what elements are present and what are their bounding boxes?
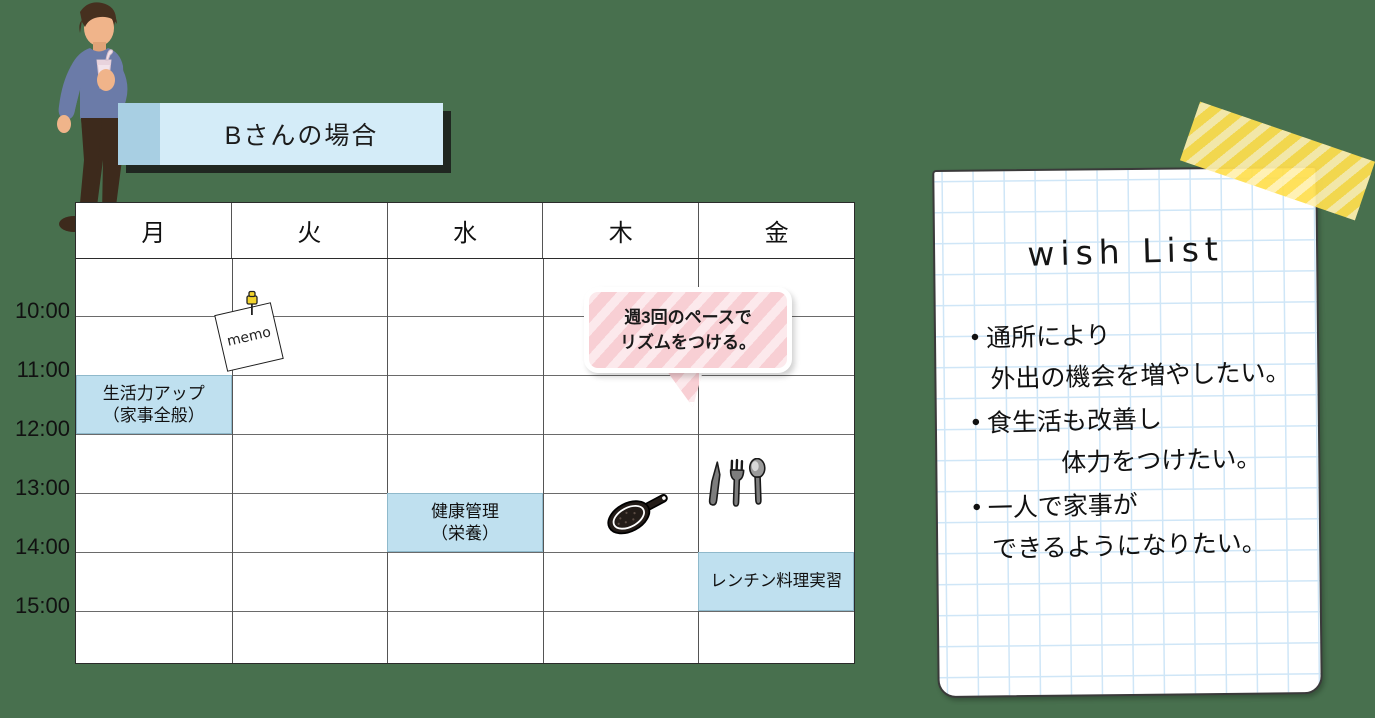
knife-fork-spoon-icon [708,458,766,507]
time-label-1500: 15:00 [14,593,70,618]
memo-sticky-note[interactable]: memo [214,290,286,375]
wish-list-item: • 一人で家事が できるようになりたい。 [966,488,1312,564]
grid-hline [76,375,854,376]
speech-bubble-body: 週3回のペースで リズムをつける。 [584,287,792,373]
bullet-icon: • [971,408,981,436]
frying-pan-icon [607,493,668,535]
speech-bubble: 週3回のペースで リズムをつける。 [578,283,803,418]
wish-item-line-2: 外出の機会を増やしたい。 [990,358,1291,394]
day-header-wed: 水 [388,203,544,258]
event-line-2: （家事全般） [102,405,205,425]
wish-item-line-1: 食生活も改善し [986,405,1163,438]
wish-item-line-1: 一人で家事が [987,490,1139,523]
event-block-life-skills[interactable]: 生活力アップ （家事全般） [76,375,232,434]
grid-vline [542,259,544,663]
event-line-2: （栄養） [430,523,499,543]
grid-hline [76,434,854,435]
wish-item-line-2: 体力をつけたい。 [1060,444,1262,478]
bullet-icon: • [972,493,982,521]
pushpin-icon [246,290,258,315]
banner-accent-block [118,103,160,165]
day-header-mon: 月 [76,203,232,258]
wish-item-line-2: できるようになりたい。 [991,528,1268,564]
wish-list-note: wish List • 通所により 外出の機会を増やしたい。 • 食生活も改善し… [932,165,1323,699]
weekly-schedule-table: 月 火 水 木 金 生活力アップ （家事全般） 健康管理 [75,202,855,664]
event-block-health-nutrition[interactable]: 健康管理 （栄養） [387,493,543,552]
wish-item-line-1: 通所により [985,321,1111,353]
bullet-icon: • [970,323,980,351]
wish-list-item: • 通所により 外出の機会を増やしたい。 [964,318,1310,394]
table-grid-body: 生活力アップ （家事全般） 健康管理 （栄養） レンチン料理実習 [76,259,854,663]
time-label-1400: 14:00 [14,534,70,559]
banner-title-text: Bさんの場合 [224,122,379,150]
event-line-1: 生活力アップ [102,384,205,404]
time-label-1000: 10:00 [14,298,70,323]
grid-hline [76,611,854,612]
grid-vline [387,259,389,663]
memo-label: memo [225,324,273,350]
wish-list-items: • 通所により 外出の機会を増やしたい。 • 食生活も改善し 体力をつけたい。 … [964,318,1312,577]
table-header-row: 月 火 水 木 金 [76,203,854,259]
banner-body [160,103,443,165]
bubble-line-2: リズムをつける。 [620,333,756,352]
time-label-1100: 11:00 [16,357,70,382]
time-label-1200: 12:00 [14,416,70,441]
wish-list-title: wish List [1026,229,1225,274]
title-banner: Bさんの場合 [118,103,451,173]
grid-hline [76,316,854,317]
wish-list-item: • 食生活も改善し 体力をつけたい。 [965,403,1311,478]
event-line-1: 健康管理 [430,502,499,522]
event-block-microwave-cooking[interactable]: レンチン料理実習 [698,552,854,611]
grid-hline [76,552,854,553]
bubble-line-1: 週3回のペースで [624,307,752,327]
time-label-1300: 13:00 [14,475,70,500]
event-line-1: レンチン料理実習 [710,572,843,591]
speech-bubble-tail [664,367,704,407]
time-axis: 10:00 11:00 12:00 13:00 14:00 15:00 [0,200,75,670]
day-header-tue: 火 [232,203,388,258]
day-header-fri: 金 [764,220,789,247]
grid-vline [231,259,233,663]
day-header-thu: 木 [543,203,700,258]
grid-vline [698,259,700,663]
